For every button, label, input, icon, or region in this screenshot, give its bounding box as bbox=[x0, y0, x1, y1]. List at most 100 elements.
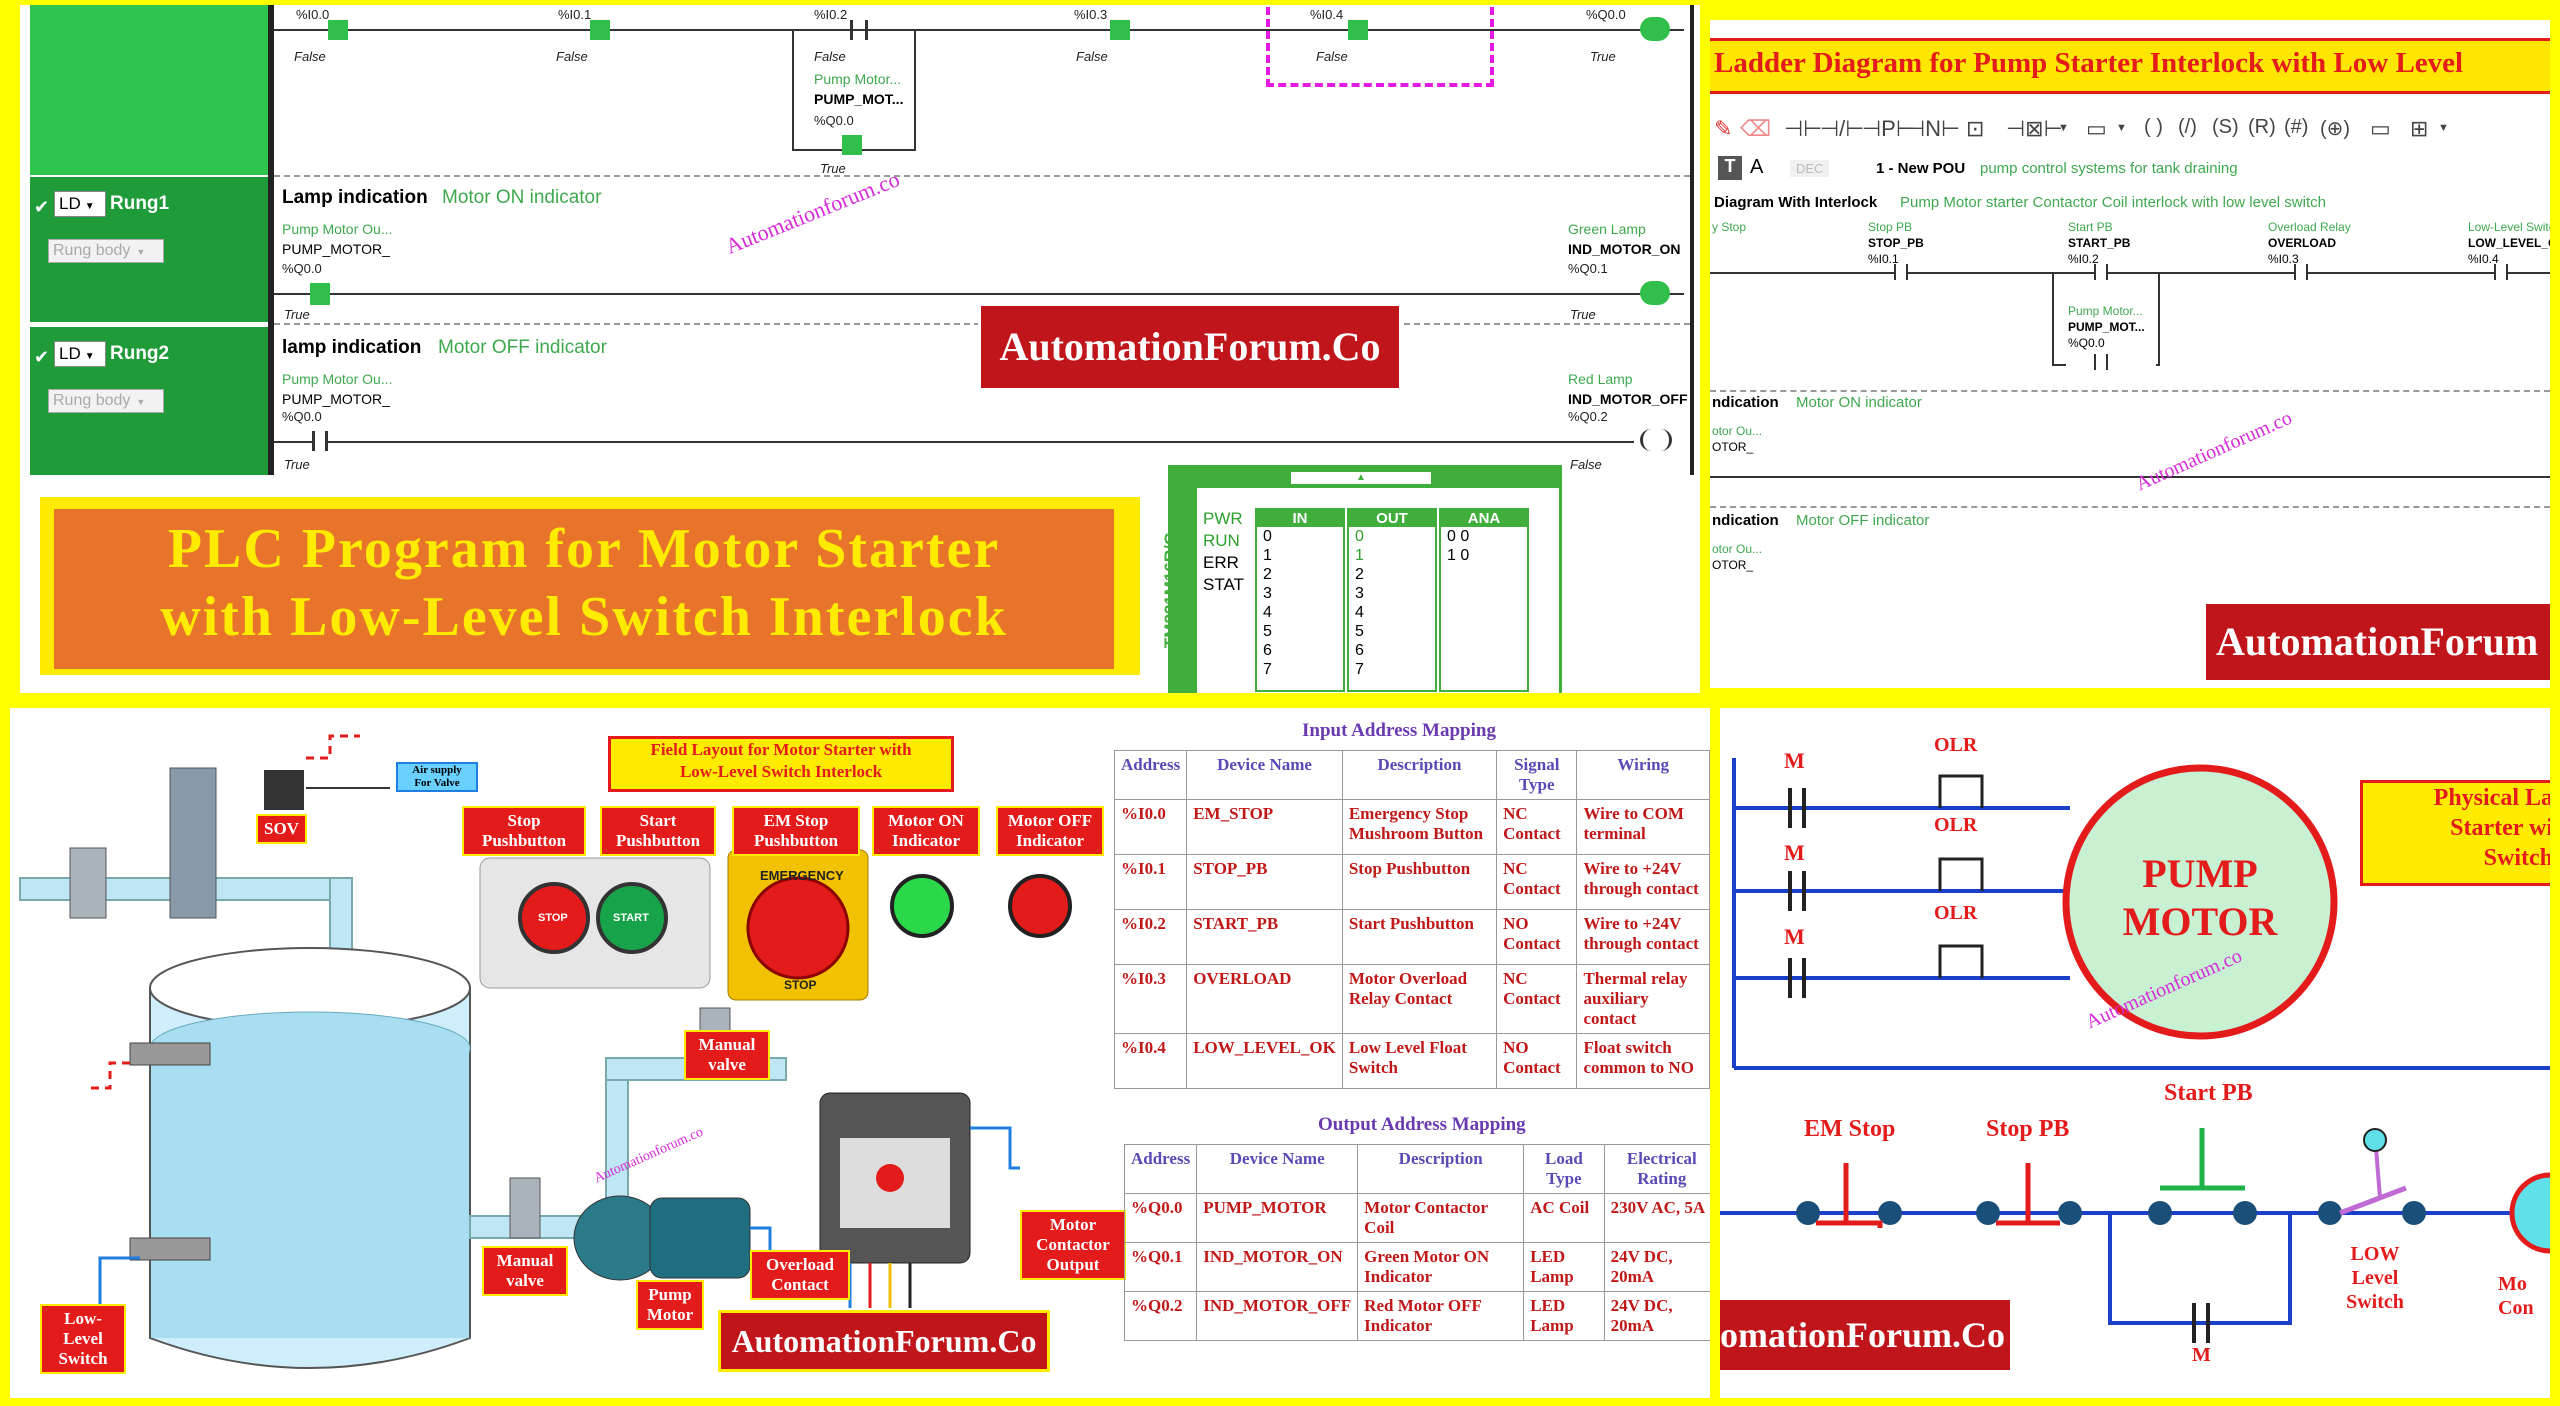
rung1-contact[interactable] bbox=[310, 283, 330, 305]
brand-logo: AutomationForum.Co bbox=[718, 1310, 1050, 1372]
rung2-name[interactable]: Rung2 bbox=[110, 343, 170, 364]
chevron-down-icon: ▼ bbox=[84, 201, 95, 212]
tr-rung2-comment: Motor OFF indicator bbox=[1796, 512, 1930, 529]
contact-i0-3[interactable]: %I0.3 False bbox=[1070, 7, 1150, 67]
contact-no-icon[interactable]: ⊣⊢ bbox=[1784, 116, 1823, 141]
plc-expand-button[interactable]: ▲ bbox=[1291, 472, 1431, 484]
water-body bbox=[151, 1048, 469, 1338]
rung2-header[interactable]: ✔ LD▼ Rung2 Rung body▼ bbox=[30, 327, 268, 475]
input-cell: %I0.3 bbox=[1113, 964, 1188, 1034]
contact-p-icon[interactable]: ⊣P⊢ bbox=[1862, 116, 1916, 141]
manual-valve-top-label: Manual valve bbox=[684, 1030, 770, 1080]
rung1-body-select[interactable]: Rung body▼ bbox=[48, 239, 164, 263]
font-size-button[interactable]: A bbox=[1750, 156, 1764, 178]
coil-symbol bbox=[1640, 17, 1670, 41]
contact-n-icon[interactable]: ⊣N⊢ bbox=[1906, 116, 1961, 141]
coil-q0-0[interactable]: %Q0.0 True bbox=[1560, 7, 1670, 67]
comment-icon[interactable]: ▭ bbox=[2370, 116, 2391, 141]
contact-i0-2-addr: %I0.2 bbox=[814, 7, 848, 22]
tr-contact-3[interactable]: Overload Relay OVERLOAD %I0.3 bbox=[2268, 220, 2368, 290]
node bbox=[1796, 1201, 1820, 1225]
air-line2: For Valve bbox=[414, 777, 460, 789]
block-icon[interactable]: ⊡ bbox=[1966, 116, 1985, 141]
coil-set-icon[interactable]: (S) bbox=[2212, 116, 2239, 138]
tr-branch-contact[interactable]: Pump Motor... PUMP_MOT... %Q0.0 bbox=[2066, 304, 2156, 374]
rung1-type-select[interactable]: LD▼ bbox=[54, 191, 106, 217]
contact-i0-2[interactable]: %I0.2 False bbox=[810, 7, 890, 67]
in-bit-5: 5 bbox=[1263, 623, 1272, 640]
rung2-coil[interactable] bbox=[1640, 429, 1672, 451]
compare-icon[interactable]: ⊣⊠⊢ bbox=[2006, 116, 2063, 141]
input-cell: NC Contact bbox=[1496, 854, 1578, 910]
contact-i0-3-state: False bbox=[1076, 49, 1108, 64]
rung2-contact-name: Pump Motor Ou... bbox=[282, 371, 393, 387]
watermark: Automationforum.co bbox=[2132, 406, 2296, 496]
start-pb-label: Start PB bbox=[2164, 1080, 2253, 1106]
rung1-coil[interactable] bbox=[1640, 281, 1670, 305]
tr-contact-1[interactable]: Stop PB STOP_PB %I0.1 bbox=[1868, 220, 1968, 290]
plc-status-list: PWR RUN ERR STAT bbox=[1203, 508, 1244, 596]
air-supply-label: Air supply For Valve bbox=[396, 762, 478, 792]
contact-i0-1[interactable]: %I0.1 False bbox=[550, 7, 630, 67]
input-cell: Thermal relay auxiliary contact bbox=[1576, 964, 1710, 1034]
rung0-wire bbox=[274, 29, 1684, 31]
rung1-header[interactable]: ✔ LD▼ Rung1 Rung body▼ bbox=[30, 177, 268, 322]
function-block-icon[interactable]: ▭ bbox=[2086, 116, 2107, 141]
coil-icon[interactable]: ( ) bbox=[2144, 116, 2163, 138]
coil-edge-icon[interactable]: (#) bbox=[2284, 116, 2309, 138]
contact-i0-0[interactable]: %I0.0 False bbox=[288, 7, 368, 67]
contact-nc-icon[interactable]: ⊣/⊢ bbox=[1820, 116, 1865, 141]
rung1-name[interactable]: Rung1 bbox=[110, 193, 170, 214]
m-label-2: M bbox=[1784, 840, 1805, 865]
pen-icon[interactable]: ✎ bbox=[1714, 116, 1733, 141]
text-mode-button[interactable]: T bbox=[1718, 156, 1742, 180]
add-rung-icon[interactable]: ⊞ bbox=[2410, 116, 2429, 141]
contact-i0-3-addr: %I0.3 bbox=[1074, 7, 1108, 22]
branch-contact[interactable]: Pump Motor... PUMP_MOT... %Q0.0 True bbox=[790, 65, 940, 180]
contact-symbol bbox=[2094, 264, 2108, 280]
rung2-contact-addr: %Q0.0 bbox=[282, 409, 322, 424]
coil-reset-icon[interactable]: (R) bbox=[2248, 116, 2276, 138]
rung0-header[interactable] bbox=[30, 5, 268, 175]
rung1-coil-addr: %Q0.1 bbox=[1568, 261, 1608, 276]
chevron-down-icon[interactable]: ▼ bbox=[2058, 122, 2069, 134]
out-bit-6: 6 bbox=[1355, 642, 1364, 659]
input-cell: NC Contact bbox=[1496, 799, 1578, 855]
rung2-body-select[interactable]: Rung body▼ bbox=[48, 389, 164, 413]
chevron-down-icon[interactable]: ▼ bbox=[2116, 122, 2127, 134]
stop-button-label: STOP bbox=[538, 912, 568, 924]
red-indicator-lamp bbox=[1008, 874, 1072, 938]
plc-model: TM221M16R/G bbox=[1161, 531, 1181, 649]
out-bit-5: 5 bbox=[1355, 623, 1364, 640]
tr-contact-2[interactable]: Start PB START_PB %I0.2 bbox=[2068, 220, 2168, 290]
tr-rung1-title: ndication bbox=[1712, 394, 1779, 411]
dec-button[interactable]: DEC bbox=[1790, 160, 1830, 177]
coil-jump-icon[interactable]: (⊕) bbox=[2320, 118, 2351, 140]
coil-negated-icon[interactable]: (/) bbox=[2178, 116, 2197, 138]
pump-motor-label: PUMP MOTOR bbox=[2066, 850, 2334, 946]
output-header-3: Load Type bbox=[1523, 1144, 1605, 1194]
stop-pb-label: Stop PB bbox=[1986, 1116, 2070, 1142]
contact-i0-4-selected[interactable]: %I0.4 False bbox=[1266, 7, 1494, 87]
pou-name[interactable]: 1 - New POU bbox=[1876, 160, 1966, 177]
in-bit-1: 1 bbox=[1263, 547, 1272, 564]
physical-layout-panel: M M M OLR OLR OLR PUMP MOTOR Physical La… bbox=[1720, 708, 2550, 1398]
tr-contact-4[interactable]: Low-Level Switch LOW_LEVEL_OK %I0.4 bbox=[2468, 220, 2550, 290]
rung2-title: lamp indication bbox=[282, 337, 422, 358]
output-header-4: Electrical Rating bbox=[1603, 1144, 1710, 1194]
node bbox=[2402, 1201, 2426, 1225]
eraser-icon[interactable]: ⌫ bbox=[1740, 116, 1772, 141]
rung2-type-select[interactable]: LD▼ bbox=[54, 341, 106, 367]
rung2-contact[interactable] bbox=[312, 431, 328, 451]
chevron-down-icon[interactable]: ▼ bbox=[2438, 122, 2449, 134]
phys-title-line1: Physical La bbox=[2433, 785, 2550, 811]
rung2-check-icon[interactable]: ✔ bbox=[34, 347, 50, 367]
rung1-check-icon[interactable]: ✔ bbox=[34, 197, 50, 217]
out-header: OUT bbox=[1349, 510, 1435, 527]
pump-motor-label: Pump Motor bbox=[636, 1280, 704, 1330]
m-label-3: M bbox=[1784, 924, 1805, 949]
